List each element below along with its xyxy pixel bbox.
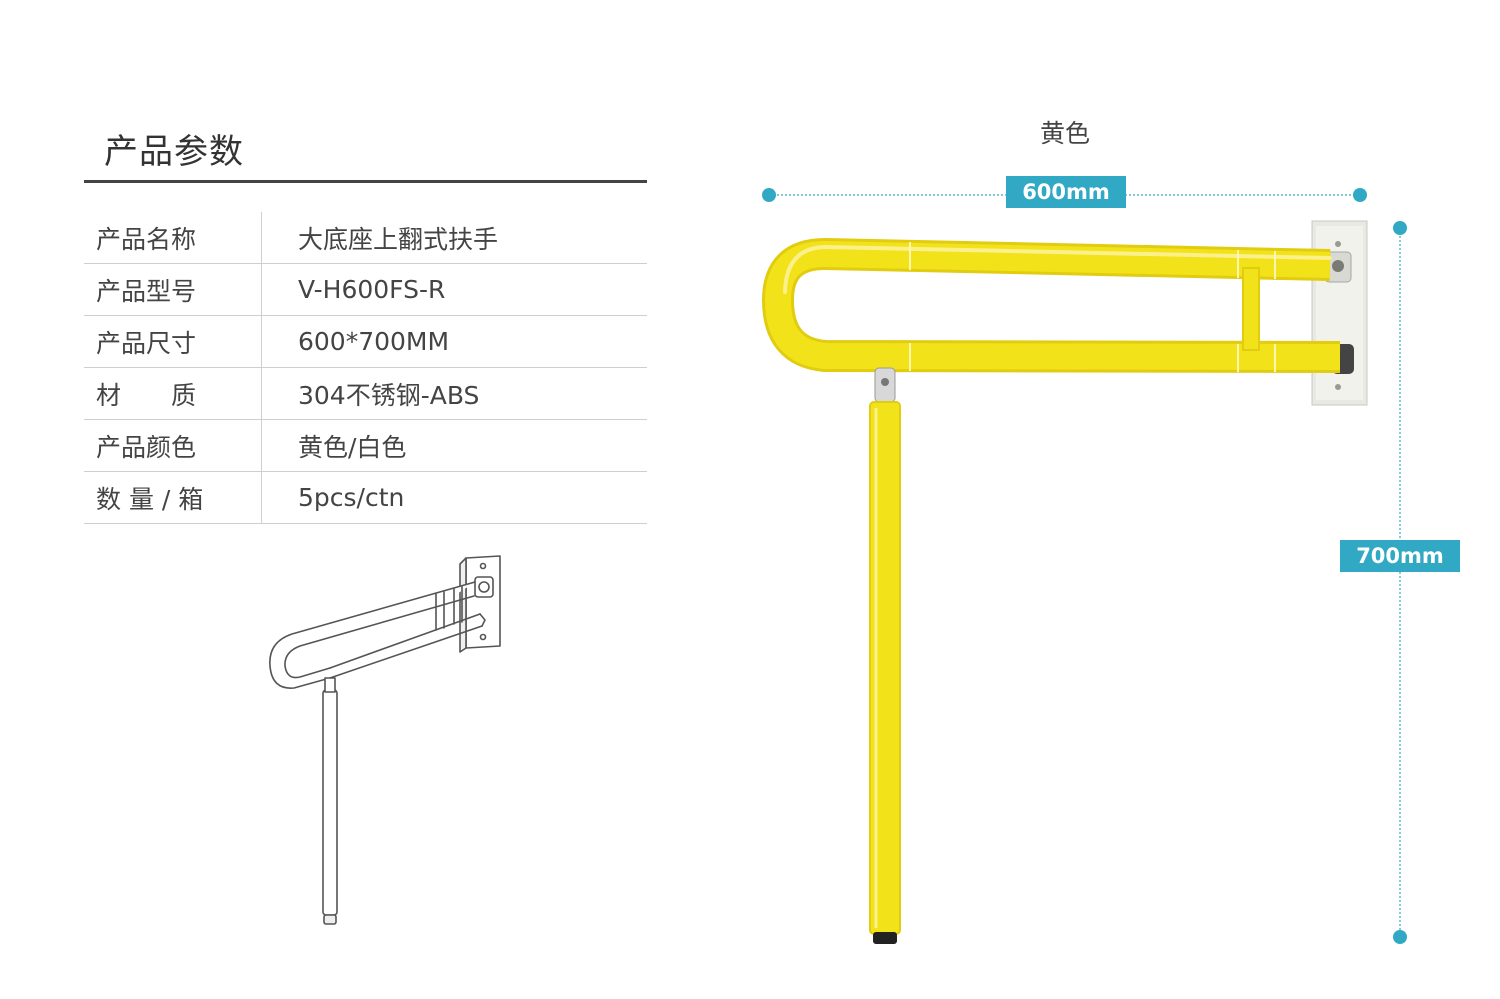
wall-plate — [1311, 220, 1368, 406]
spec-value: 304不锈钢-ABS — [261, 367, 647, 420]
spec-label: 产品尺寸 — [84, 315, 262, 368]
table-row: 产品型号 V-H600FS-R — [84, 263, 647, 316]
spec-value: 黄色/白色 — [261, 419, 647, 472]
table-row: 产品尺寸 600*700MM — [84, 315, 647, 368]
color-label: 黄色 — [1040, 119, 1091, 148]
spec-label: 数 量 / 箱 — [84, 471, 262, 524]
table-row: 产品名称 大底座上翻式扶手 — [84, 212, 647, 264]
spec-label: 产品型号 — [84, 263, 262, 316]
section-title: 产品参数 — [104, 132, 244, 172]
height-dimension-badge: 700mm — [1340, 540, 1460, 572]
table-row: 材 质 304不锈钢-ABS — [84, 367, 647, 420]
table-row: 数 量 / 箱 5pcs/ctn — [84, 471, 647, 524]
table-row: 产品颜色 黄色/白色 — [84, 419, 647, 472]
spec-label: 产品颜色 — [84, 419, 262, 472]
spec-value: 600*700MM — [261, 315, 647, 368]
spec-value: 大底座上翻式扶手 — [261, 212, 647, 264]
spec-value: 5pcs/ctn — [261, 471, 647, 524]
spec-value: V-H600FS-R — [261, 263, 647, 316]
title-divider — [84, 180, 647, 183]
spec-table: 产品名称 大底座上翻式扶手 产品型号 V-H600FS-R 产品尺寸 600*7… — [84, 212, 647, 524]
width-dimension-badge: 600mm — [1006, 176, 1126, 208]
spec-label: 材 质 — [84, 367, 262, 420]
spec-label: 产品名称 — [84, 212, 262, 264]
